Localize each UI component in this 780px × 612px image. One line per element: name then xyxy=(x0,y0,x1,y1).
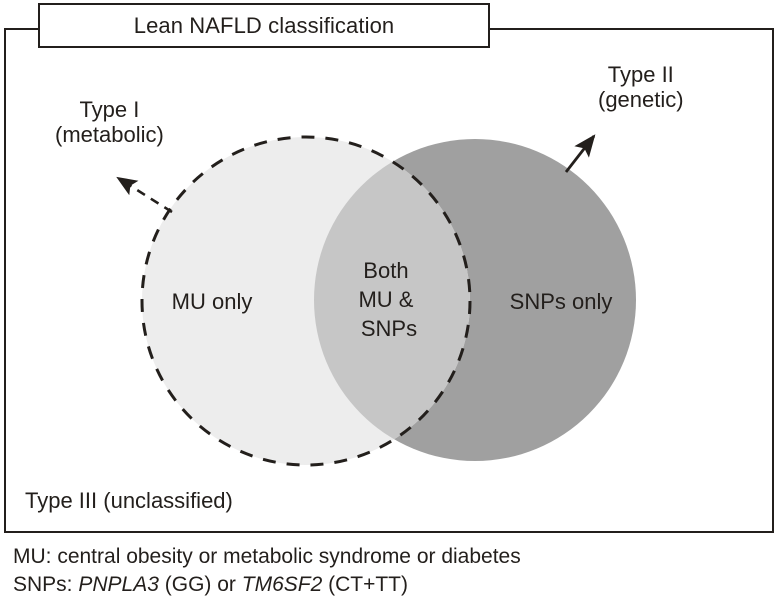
page-title: Lean NAFLD classification xyxy=(133,12,395,38)
mu-only-label: MU only xyxy=(172,289,253,314)
snps-only-label: SNPs only xyxy=(510,289,613,314)
type1-line-1: Type I xyxy=(79,97,140,122)
both-label: Both MU & SNPs xyxy=(358,258,419,341)
footnotes: MU: central obesity or metabolic syndrom… xyxy=(13,543,773,599)
footnote-mu-text: MU: central obesity or metabolic syndrom… xyxy=(13,545,521,568)
both-line-3: SNPs xyxy=(361,316,417,341)
footnote-snps-mid1: (GG) or xyxy=(158,573,242,597)
type2-line-2: (genetic) xyxy=(598,86,684,112)
footnote-snps-prefix: SNPs: xyxy=(13,573,79,597)
type2-annotation: Type II (genetic) xyxy=(598,62,684,112)
both-line-1: Both xyxy=(363,258,408,283)
type2-line-1: Type II xyxy=(607,62,674,87)
gene-pnpla3: PNPLA3 xyxy=(78,573,159,597)
footnote-snps-mid2: (CT+TT) xyxy=(322,573,408,597)
gene-tm6sf2: TM6SF2 xyxy=(241,573,323,597)
type3-annotation: Type III (unclassified) xyxy=(25,488,233,513)
type1-line-2: (metabolic) xyxy=(55,121,164,147)
title-box: Lean NAFLD classification xyxy=(38,3,490,48)
footnote-snps: SNPs: PNPLA3 (GG) or TM6SF2 (CT+TT) xyxy=(13,571,773,599)
type1-annotation: Type I (metabolic) xyxy=(55,97,164,147)
footnote-mu: MU: central obesity or metabolic syndrom… xyxy=(13,543,773,571)
both-line-2: MU & xyxy=(358,287,413,312)
